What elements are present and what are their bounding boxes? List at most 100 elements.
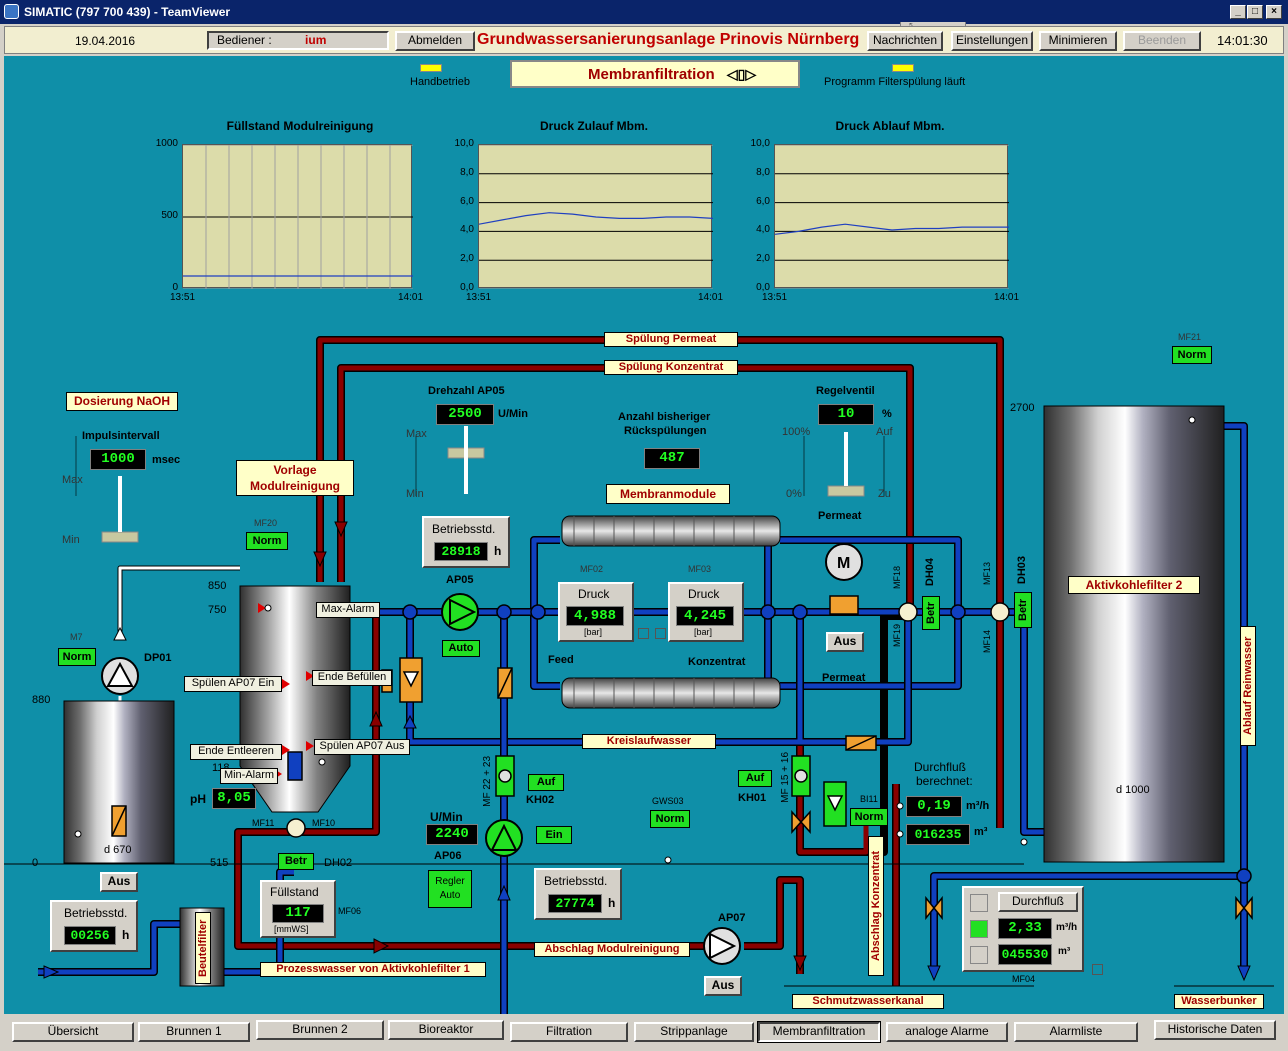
chart2-plot bbox=[478, 144, 713, 289]
mf21-status[interactable]: Norm bbox=[1172, 346, 1212, 364]
minimize-icon[interactable]: _ bbox=[1230, 5, 1246, 19]
operator-field[interactable]: Bediener : ium bbox=[207, 31, 389, 50]
druck2-unit: [bar] bbox=[694, 627, 713, 637]
chart2-title: Druck Zulauf Mbm. bbox=[539, 119, 648, 133]
spuelen-aus-label: Spülen AP07 Aus bbox=[314, 739, 410, 755]
chart1-plot bbox=[182, 144, 413, 289]
kreislaufwasser-label: Kreislaufwasser bbox=[582, 734, 716, 749]
spuelen-ein-label: Spülen AP07 Ein bbox=[184, 676, 282, 692]
bi11-label: BI11 bbox=[860, 794, 878, 804]
fuellstand-label: Füllstand bbox=[270, 885, 319, 899]
gws03-status[interactable]: Norm bbox=[650, 810, 690, 828]
impuls-unit: msec bbox=[152, 454, 181, 466]
ap06-betriebsstd-value: 27774 bbox=[548, 894, 602, 913]
nav-arrows[interactable]: ◁▯▷ bbox=[726, 66, 757, 82]
nav-brunnen-1[interactable]: Brunnen 1 bbox=[138, 1022, 250, 1042]
minimize-button[interactable]: Minimieren bbox=[1039, 31, 1117, 51]
druck2-panel: Druck 4,245 [bar] bbox=[668, 582, 744, 642]
druck2-value: 4,245 bbox=[676, 606, 734, 626]
regelventil-0: 0% bbox=[786, 488, 802, 500]
mf14-label: MF14 bbox=[982, 630, 992, 654]
messages-button[interactable]: Nachrichten bbox=[867, 31, 943, 51]
kh02-status[interactable]: Auf bbox=[528, 774, 564, 791]
ap06-ein[interactable]: Ein bbox=[536, 826, 572, 844]
nav-bioreaktor[interactable]: Bioreaktor bbox=[388, 1020, 504, 1040]
nav-uebersicht[interactable]: Übersicht bbox=[12, 1022, 134, 1042]
naoh-betriebsstd-value: 00256 bbox=[64, 926, 116, 945]
dh02-status[interactable]: Betr bbox=[278, 853, 314, 870]
logout-button[interactable]: Abmelden bbox=[395, 31, 475, 51]
section-title-box: Membranfiltration ◁▯▷ bbox=[510, 60, 800, 88]
chart-series-line bbox=[775, 223, 1009, 235]
close-icon[interactable]: × bbox=[1266, 5, 1282, 19]
durchfluss-ber-value: 0,19 bbox=[906, 796, 962, 817]
mf11-label: MF11 bbox=[252, 818, 275, 828]
ap06-label: AP06 bbox=[434, 850, 462, 862]
mf18-label: MF18 bbox=[892, 566, 902, 590]
settings-button[interactable]: Einstellungen bbox=[951, 31, 1033, 51]
handbetrieb-lamp bbox=[420, 64, 442, 72]
druck1-unit: [bar] bbox=[584, 627, 603, 637]
dp01-label: DP01 bbox=[144, 652, 172, 664]
anzahl-value: 487 bbox=[644, 448, 700, 469]
druck2-label: Druck bbox=[688, 587, 720, 601]
nav-historische-daten[interactable]: Historische Daten bbox=[1154, 1020, 1276, 1040]
bi11-status[interactable]: Norm bbox=[850, 808, 888, 826]
drehzahl-label: Drehzahl AP05 bbox=[428, 385, 505, 397]
chart-series-line bbox=[479, 212, 713, 225]
konzentrat-label: Konzentrat bbox=[688, 656, 746, 668]
nav-strippanlage[interactable]: Strippanlage bbox=[634, 1022, 754, 1042]
max-alarm-label: Max-Alarm bbox=[316, 602, 380, 618]
mf13-label: MF13 bbox=[982, 562, 992, 586]
durchfluss-mf04-title[interactable]: Durchfluß bbox=[998, 892, 1078, 912]
chart-ytick: 4,0 bbox=[756, 224, 770, 236]
kh01-label: KH01 bbox=[738, 792, 767, 804]
impuls-value[interactable]: 1000 bbox=[90, 449, 146, 470]
ap06-umin-label: U/Min bbox=[430, 810, 463, 824]
membranmodule-button[interactable]: Membranmodule bbox=[606, 484, 730, 504]
ap06-betriebsstd-unit: h bbox=[608, 896, 616, 910]
exit-button[interactable]: Beenden bbox=[1123, 31, 1201, 51]
nav-alarmliste[interactable]: Alarmliste bbox=[1014, 1022, 1138, 1042]
nav-brunnen-2[interactable]: Brunnen 2 bbox=[256, 1020, 384, 1040]
mf20-status[interactable]: Norm bbox=[246, 532, 288, 550]
gws03-label: GWS03 bbox=[652, 796, 684, 806]
dh03-status[interactable]: Betr bbox=[1014, 592, 1032, 628]
chart-xtick: 14:01 bbox=[698, 292, 724, 303]
regelventil-value[interactable]: 10 bbox=[818, 404, 874, 425]
m7-status[interactable]: Norm bbox=[58, 648, 96, 666]
clock: 14:01:30 bbox=[1217, 33, 1268, 48]
drehzahl-value[interactable]: 2500 bbox=[436, 404, 494, 425]
motor-aus-button[interactable]: Aus bbox=[826, 632, 864, 652]
naoh-aus-button[interactable]: Aus bbox=[100, 872, 138, 892]
ap07-label: AP07 bbox=[718, 912, 746, 924]
durchfluss-ber-total: 016235 bbox=[906, 824, 970, 845]
indicator-square-1 bbox=[638, 628, 649, 639]
nav-membranfiltration[interactable]: Membranfiltration bbox=[757, 1021, 881, 1043]
indicator-square-3 bbox=[1092, 964, 1103, 975]
chart-ytick: 2,0 bbox=[460, 253, 474, 265]
naoh-betriebsstd-unit: h bbox=[122, 928, 130, 942]
ap06-umin-value[interactable]: 2240 bbox=[426, 824, 478, 845]
ap05-mode[interactable]: Auto bbox=[442, 640, 480, 657]
section-title: Membranfiltration bbox=[588, 66, 715, 83]
kh01-mf-label: MF 15 + 16 bbox=[780, 752, 791, 803]
dh04-status[interactable]: Betr bbox=[922, 596, 940, 630]
maximize-icon[interactable]: □ bbox=[1247, 5, 1263, 19]
aktivkohle-d: d 1000 bbox=[1116, 784, 1150, 796]
ap06-betriebsstd-panel: Betriebsstd. 27774 h bbox=[534, 868, 622, 920]
kh01-status[interactable]: Auf bbox=[738, 770, 772, 787]
nav-analoge-alarme[interactable]: analoge Alarme bbox=[886, 1022, 1008, 1042]
chart-ytick: 1000 bbox=[155, 138, 178, 149]
schmutzwasserkanal-label: Schmutzwasserkanal bbox=[792, 994, 944, 1009]
abschlag-modulreinigung-label: Abschlag Modulreinigung bbox=[534, 942, 690, 957]
nav-filtration[interactable]: Filtration bbox=[510, 1022, 628, 1042]
regelventil-100: 100% bbox=[782, 426, 811, 438]
window-title: SIMATIC (797 700 439) - TeamViewer bbox=[24, 5, 231, 19]
ap07-aus-button[interactable]: Aus bbox=[704, 976, 742, 996]
durchfluss-mf04-value: 2,33 bbox=[998, 918, 1052, 939]
chart-ytick: 10,0 bbox=[750, 138, 770, 149]
durchfluss-ber-total-unit: m³ bbox=[974, 826, 988, 838]
regler-auto-button[interactable]: Regler Auto bbox=[428, 870, 472, 908]
dh03-label: DH03 bbox=[1016, 556, 1028, 585]
